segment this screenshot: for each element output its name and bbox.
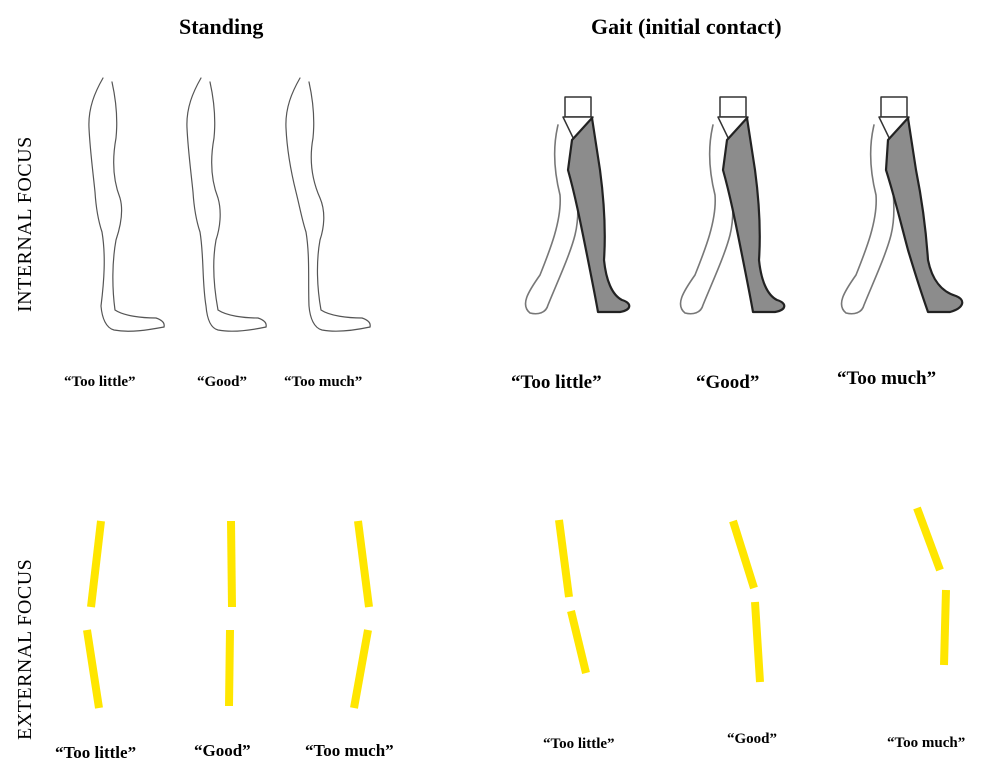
gait-leg-good xyxy=(680,97,784,314)
internal-standing-good-caption: “Good” xyxy=(197,374,247,391)
standing-too-little-lower-segment xyxy=(87,630,99,708)
standing-too-much-upper-segment xyxy=(358,521,369,607)
internal-gait-good-caption: “Good” xyxy=(696,372,759,394)
external-gait-too-much-caption: “Too much” xyxy=(887,735,965,752)
gait-too-little-upper-segment xyxy=(559,520,569,597)
external-gait-good-caption: “Good” xyxy=(727,731,777,748)
gait-leg-too-much xyxy=(841,97,962,314)
standing-leg-too-little xyxy=(89,78,164,331)
external-gait-too-little-caption: “Too little” xyxy=(543,736,615,753)
internal-standing-too-little-caption: “Too little” xyxy=(64,374,136,391)
internal-gait-too-much-caption: “Too much” xyxy=(837,368,936,390)
standing-good-lower-segment xyxy=(229,630,230,706)
external-standing-too-little-caption: “Too little” xyxy=(55,743,136,763)
gait-good-lower-segment xyxy=(755,602,760,682)
standing-too-much-lower-segment xyxy=(354,630,368,708)
gait-too-much-upper-segment xyxy=(917,508,940,570)
standing-leg-too-much xyxy=(286,78,370,331)
gait-too-little-lower-segment xyxy=(571,611,586,673)
external-standing-too-much-caption: “Too much” xyxy=(305,741,394,761)
standing-good-upper-segment xyxy=(231,521,232,607)
external-standing-good-caption: “Good” xyxy=(194,741,251,761)
standing-leg-good xyxy=(187,78,266,331)
gait-good-upper-segment xyxy=(733,521,754,588)
internal-gait-too-little-caption: “Too little” xyxy=(511,372,602,394)
internal-standing-too-much-caption: “Too much” xyxy=(284,374,362,391)
standing-too-little-upper-segment xyxy=(91,521,101,607)
gait-too-much-lower-segment xyxy=(944,590,946,665)
gait-leg-too-little xyxy=(525,97,629,314)
